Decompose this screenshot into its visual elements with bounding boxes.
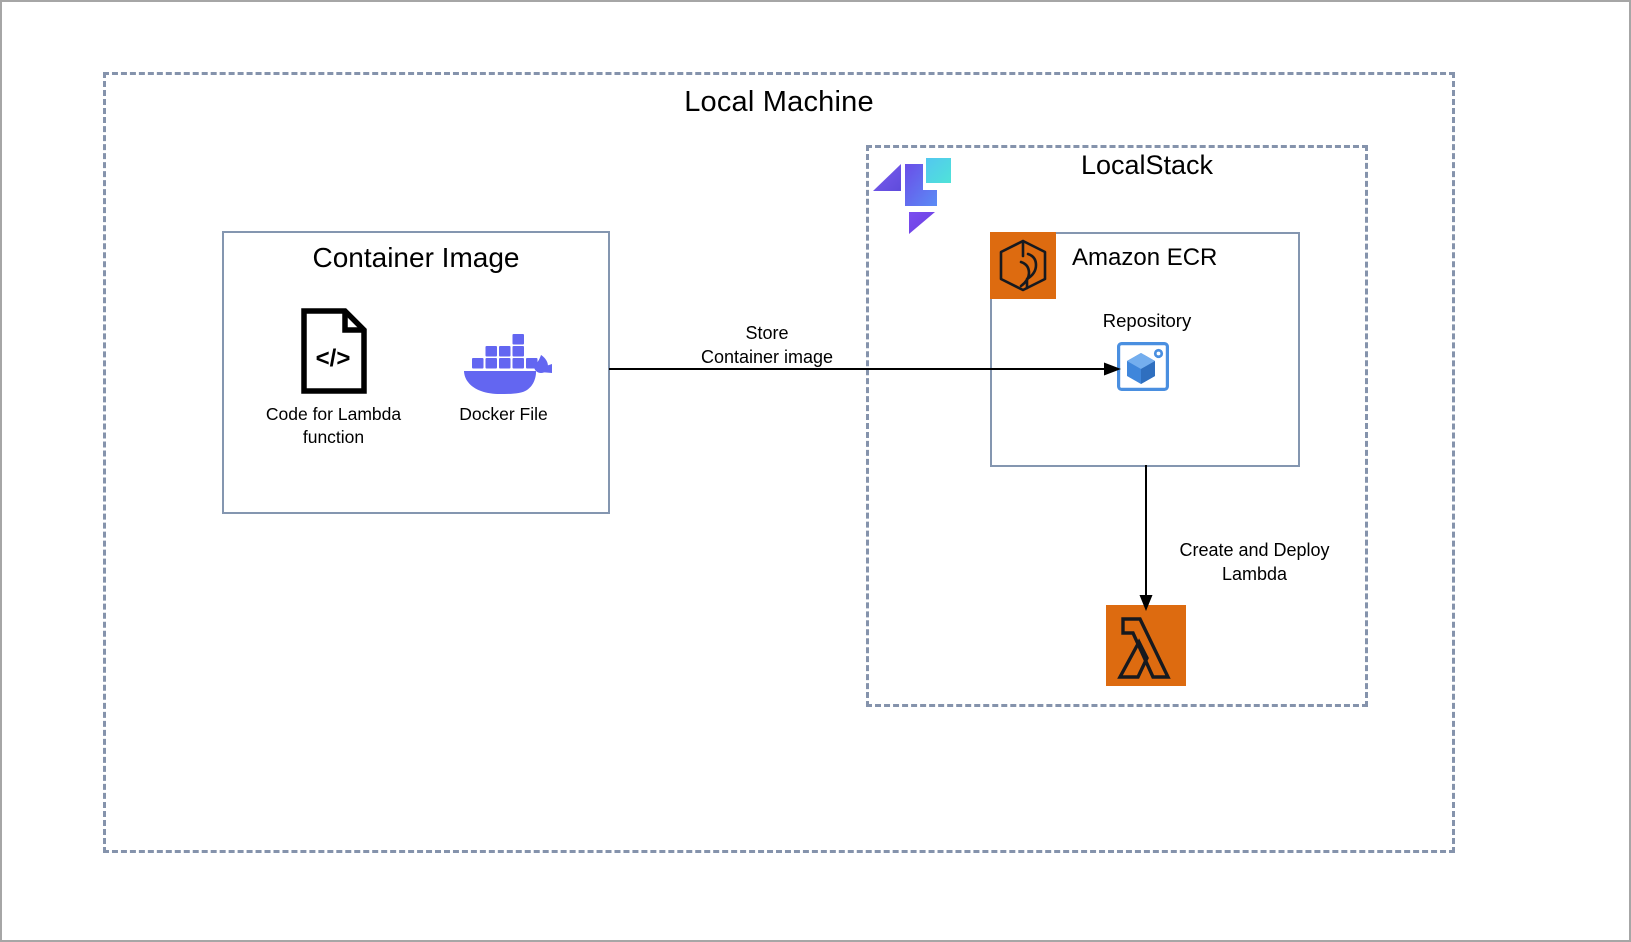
container-image-title: Container Image [312, 242, 520, 273]
docker-file-caption: Docker File [459, 404, 548, 424]
localstack-logo [873, 158, 951, 234]
repository-cube-icon [1117, 342, 1169, 391]
create-deploy-lambda-arrow [1139, 465, 1153, 611]
amazon-ecr-title: Amazon ECR [1072, 244, 1218, 271]
store-container-image-arrow [609, 362, 1121, 376]
local-machine-boundary [103, 72, 1455, 853]
docker-file-asset: Docker File [422, 308, 585, 426]
store-container-image-label: Store Container image [700, 323, 834, 367]
code-for-lambda-caption: Code for Lambda function [265, 404, 402, 448]
code-file-icon: </> [300, 308, 367, 394]
aws-lambda-icon [1106, 605, 1186, 686]
docker-whale-icon-wrap [422, 308, 585, 394]
amazon-ecr-icon [999, 239, 1047, 292]
docker-whale-icon [463, 334, 552, 394]
local-machine-title: Local Machine [684, 86, 874, 118]
create-deploy-lambda-label: Create and Deploy Lambda [1179, 540, 1330, 584]
svg-text:</>: </> [315, 345, 350, 372]
code-file-icon-wrap: </> [248, 308, 419, 394]
localstack-boundary [866, 145, 1368, 707]
code-for-lambda-asset: </> Code for Lambda function [248, 308, 419, 449]
container-image-box [222, 231, 610, 514]
repository-label: Repository [1102, 310, 1192, 331]
localstack-title: LocalStack [1080, 150, 1214, 180]
amazon-ecr-icon-tab [990, 232, 1056, 299]
